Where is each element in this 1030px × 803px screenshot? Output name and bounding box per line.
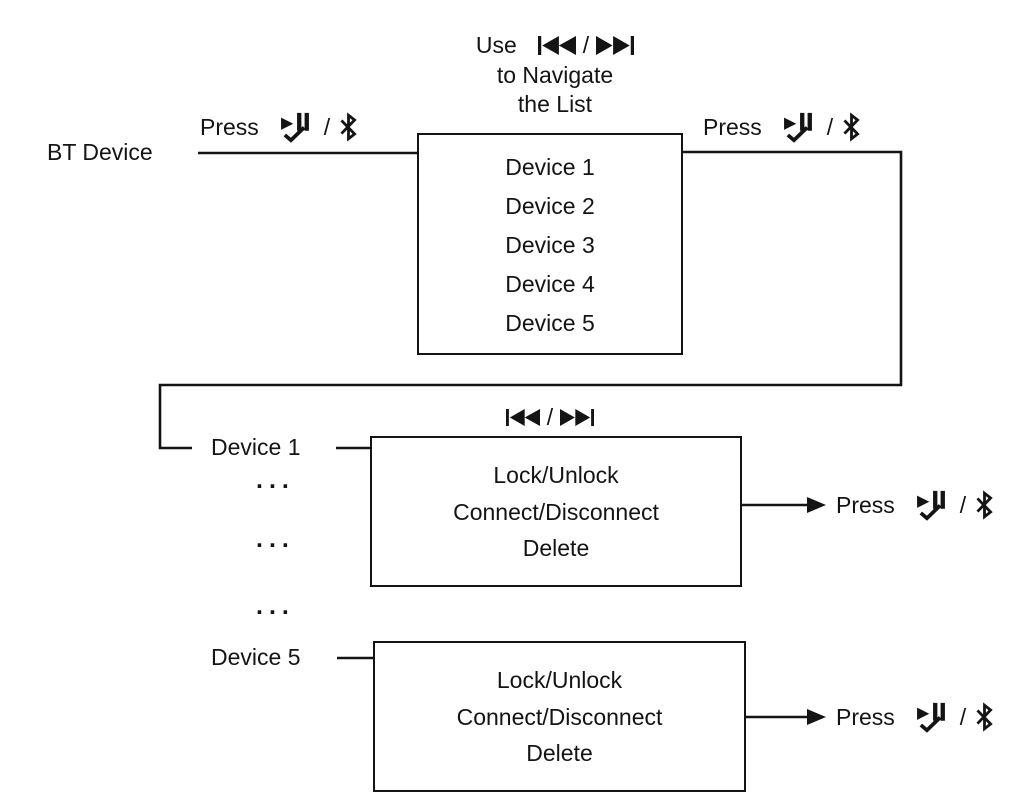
menu-item-connect-disconnect: Connect/Disconnect [453,498,659,525]
press-hint-top-left: Press / [200,103,358,151]
device-list-item: Device 4 [505,271,595,297]
ellipsis: ... [256,525,295,553]
menu-item-delete: Delete [526,740,593,766]
play-pause-confirm-icon [916,490,945,521]
nav-hint-line1: Use / [475,31,635,61]
ellipsis: ... [256,466,295,494]
menu-item-lock-unlock: Lock/Unlock [493,462,619,488]
nav-hint-use: Use [475,32,517,58]
wire-listbox-to-device1 [158,150,903,450]
separator: / [323,113,331,140]
device1-label: Device 1 [211,434,301,460]
bluetooth-icon [340,112,357,142]
bluetooth-icon [843,112,860,142]
press-label: Press [836,703,895,730]
press-hint-top-right: Press / [703,103,861,151]
bt-device-label: BT Device [47,139,153,165]
press-label: Press [836,491,895,518]
device-list-item: Device 5 [505,310,595,336]
skip-forward-icon [596,36,635,56]
separator: / [826,113,834,140]
device-list-item: Device 1 [505,154,595,180]
menu-item-lock-unlock: Lock/Unlock [496,667,623,693]
nav-hint-line2: to Navigate [496,61,614,88]
separator: / [959,491,967,518]
device-menu-box-2: Lock/Unlock Connect/Disconnect Delete [373,641,746,792]
separator: / [546,403,554,430]
menu-item-delete: Delete [522,535,590,561]
separator: / [959,703,967,730]
device-list-item: Device 3 [505,232,595,258]
menu-item-connect-disconnect: Connect/Disconnect [456,703,663,730]
device-list-box: Device 1 Device 2 Device 3 Device 4 Devi… [417,133,683,355]
arrowhead-menubox1 [807,497,826,513]
skip-back-icon [505,408,540,426]
bluetooth-icon [976,702,993,732]
device5-label: Device 5 [211,644,301,670]
press-hint-bottom-right: Press / [836,693,994,741]
device-menu-box-1: Lock/Unlock Connect/Disconnect Delete [370,436,742,587]
play-pause-confirm-icon [783,112,812,143]
play-pause-confirm-icon [916,702,945,733]
ellipsis: ... [256,592,295,620]
nav-hint: Use / to Navigate the List [430,31,680,120]
bluetooth-icon [976,490,993,520]
nav-hint-separator: / [582,32,590,58]
skip-back-icon [537,36,576,56]
play-pause-confirm-icon [280,112,309,143]
device-list-item: Device 2 [505,193,595,219]
press-label: Press [200,113,259,140]
arrowhead-menubox2 [807,709,826,725]
skip-forward-icon [560,408,595,426]
nav-hint-line3: the List [517,91,593,117]
press-hint-mid-right: Press / [836,481,994,529]
list-nav-hint: / [480,404,620,430]
press-label: Press [703,113,762,140]
